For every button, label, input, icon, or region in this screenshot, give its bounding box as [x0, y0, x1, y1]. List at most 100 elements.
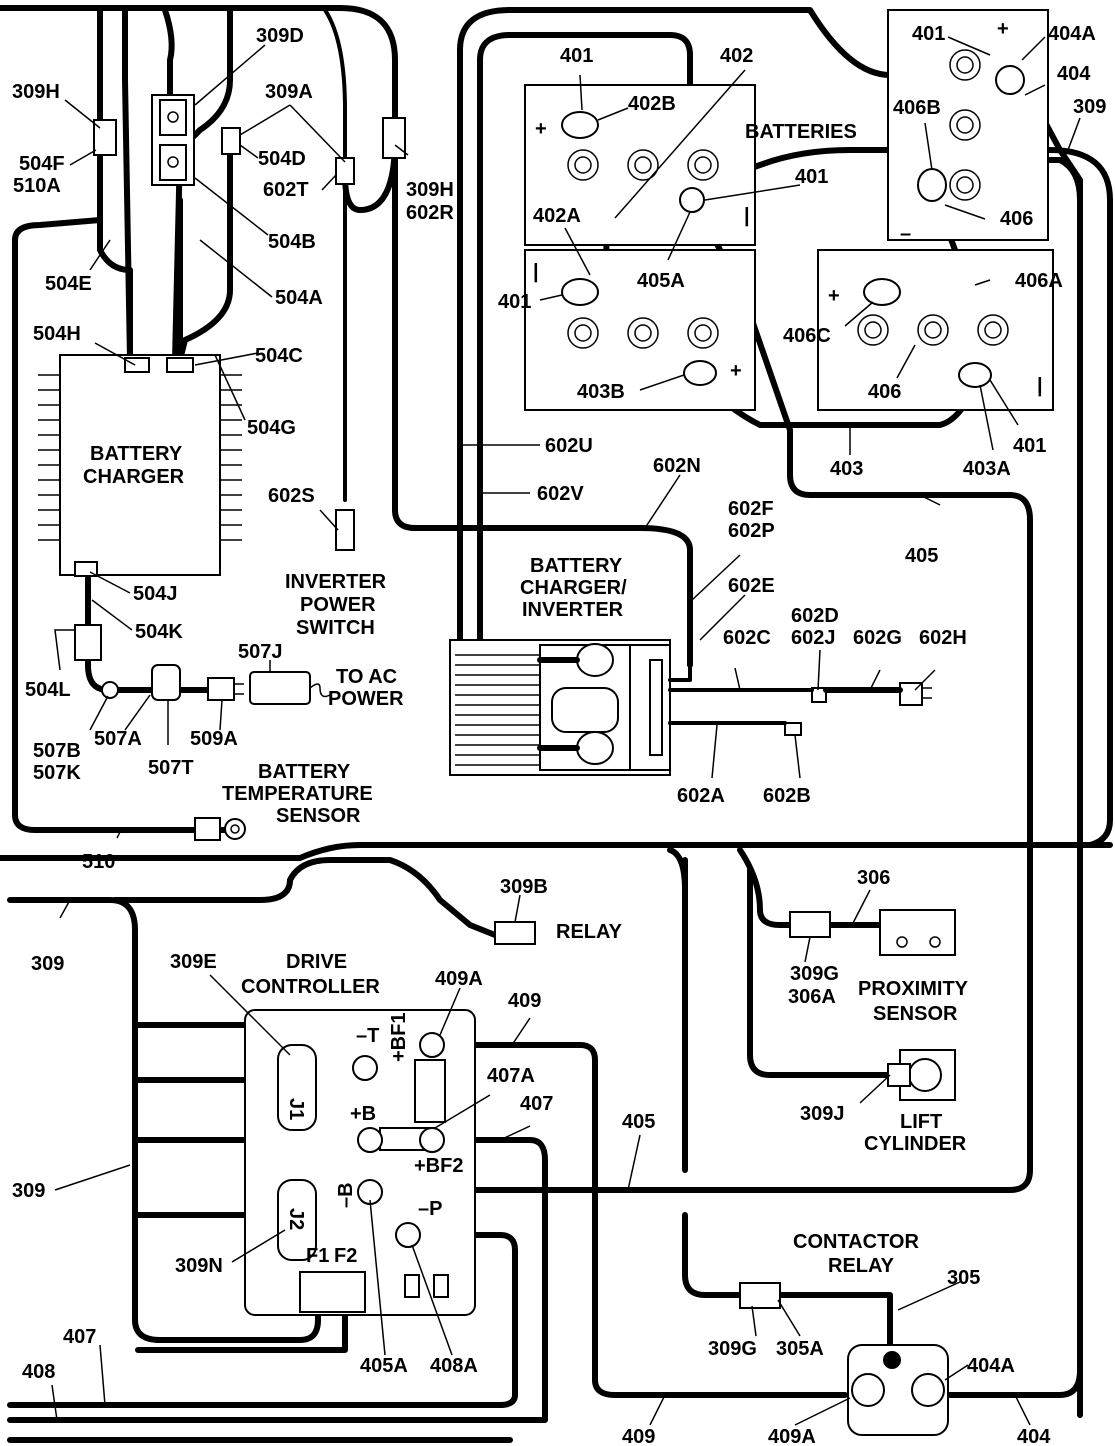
battery-minus-1: –	[900, 223, 911, 245]
callout-305: 305	[947, 1267, 980, 1289]
battery-neg-3: |	[1037, 375, 1043, 397]
callout-309-left: 309	[31, 953, 64, 975]
terminal-minus-p: –P	[418, 1198, 442, 1220]
proximity-sensor-title-2: SENSOR	[873, 1003, 958, 1025]
battery-charger	[38, 354, 242, 577]
terminal-j2: J2	[285, 1208, 307, 1230]
connector-507T	[151, 664, 181, 701]
callout-309J: 309J	[800, 1103, 845, 1125]
connector-309H-right	[382, 117, 406, 159]
plug-509A	[207, 677, 235, 701]
proximity-sensor-title-1: PROXIMITY	[858, 978, 969, 1000]
callout-406C: 406C	[783, 325, 831, 347]
terminal-f1: F1	[306, 1245, 329, 1267]
callout-309H-right: 309H	[406, 179, 454, 201]
callout-602S: 602S	[268, 485, 315, 507]
contactor-relay	[847, 1344, 949, 1436]
terminal-j1: J1	[285, 1098, 307, 1120]
callout-602C: 602C	[723, 627, 771, 649]
drive-controller-title-2: CONTROLLER	[241, 976, 380, 998]
callout-309D: 309D	[256, 25, 304, 47]
callout-406B: 406B	[893, 97, 941, 119]
callout-602P: 602P	[728, 520, 775, 542]
callout-401-b: 401	[498, 291, 531, 313]
callout-309G-a: 309G	[790, 963, 839, 985]
callout-504F: 504F	[19, 153, 65, 175]
callout-504G: 504G	[247, 417, 296, 439]
callout-309-top: 309	[1073, 96, 1106, 118]
callout-602N: 602N	[653, 455, 701, 477]
temp-sensor-title-1: BATTERY	[258, 761, 351, 783]
callout-507J: 507J	[238, 641, 283, 663]
callout-602J: 602J	[791, 627, 836, 649]
callout-504B: 504B	[268, 231, 316, 253]
callout-602D: 602D	[791, 605, 839, 627]
callout-504J: 504J	[133, 583, 178, 605]
callout-405A-bottom: 405A	[360, 1355, 408, 1377]
relay-title: RELAY	[556, 921, 623, 943]
callout-602A: 602A	[677, 785, 725, 807]
callout-406: 406	[1000, 208, 1033, 230]
callout-602T: 602T	[263, 179, 309, 201]
lift-cylinder-title-2: CYLINDER	[864, 1133, 967, 1155]
connector-309H-left	[93, 119, 117, 156]
contactor-relay-title-1: CONTACTOR	[793, 1231, 919, 1253]
callout-602E: 602E	[728, 575, 775, 597]
connector-602T	[335, 157, 355, 185]
callout-409A-bottom: 409A	[768, 1426, 816, 1446]
terminal-plus-b: +B	[350, 1103, 376, 1125]
callout-504K: 504K	[135, 621, 183, 643]
batteries	[524, 9, 1054, 411]
callout-408: 408	[22, 1361, 55, 1383]
to-ac-power-title-1: TO AC	[336, 666, 397, 688]
callout-401-a: 401	[560, 45, 593, 67]
inverter-power-switch-title-1: INVERTER	[285, 571, 387, 593]
battery-plus-1: +	[535, 118, 547, 140]
callout-406A: 406A	[1015, 270, 1063, 292]
callout-309A: 309A	[265, 81, 313, 103]
battery-plus-3: +	[730, 360, 742, 382]
callout-602V: 602V	[537, 483, 584, 505]
temp-sensor-title-2: TEMPERATURE	[222, 783, 373, 805]
terminal-minus-t: –T	[356, 1025, 379, 1047]
connectors	[74, 94, 977, 1309]
connector-309B	[494, 921, 536, 945]
connector-504L	[74, 624, 102, 661]
callout-602B: 602B	[763, 785, 811, 807]
callout-602U: 602U	[545, 435, 593, 457]
callout-402: 402	[720, 45, 753, 67]
callout-405-right: 405	[905, 545, 938, 567]
inverter-title-3: INVERTER	[522, 599, 624, 621]
callout-405-mid: 405	[622, 1111, 655, 1133]
callout-401-c: 401	[795, 166, 828, 188]
callout-309E: 309E	[170, 951, 217, 973]
callout-403: 403	[830, 458, 863, 480]
terminal-minus-b: –B	[335, 1182, 357, 1208]
callout-409A-top: 409A	[435, 968, 483, 990]
callout-409-top: 409	[508, 990, 541, 1012]
callout-602F: 602F	[728, 498, 774, 520]
callout-402A: 402A	[533, 205, 581, 227]
callout-602H: 602H	[919, 627, 967, 649]
callout-409-bottom: 409	[622, 1426, 655, 1446]
terminal-plus-bf2: +BF2	[414, 1155, 463, 1177]
to-ac-power-title-2: POWER	[328, 688, 404, 710]
temp-sensor-title-3: SENSOR	[276, 805, 361, 827]
callout-407-right: 407	[520, 1093, 553, 1115]
callout-602R: 602R	[406, 202, 454, 224]
callout-401-d: 401	[912, 23, 945, 45]
callout-404-bottom: 404	[1017, 1426, 1051, 1446]
connector-309G-306A	[789, 911, 831, 938]
connector-309A	[221, 127, 241, 155]
connector-602S	[335, 509, 355, 551]
callout-309-mid: 309	[12, 1180, 45, 1202]
callout-504L: 504L	[25, 679, 71, 701]
callout-407-left: 407	[63, 1326, 96, 1348]
callout-504C: 504C	[255, 345, 303, 367]
sensor-lug-510	[194, 817, 221, 841]
drive-controller	[244, 1009, 476, 1316]
terminal-plus-bf1: +BF1	[388, 1013, 410, 1062]
callout-510A: 510A	[13, 175, 61, 197]
inverter-power-switch-title-3: SWITCH	[296, 617, 375, 639]
callout-404-top: 404	[1057, 63, 1091, 85]
